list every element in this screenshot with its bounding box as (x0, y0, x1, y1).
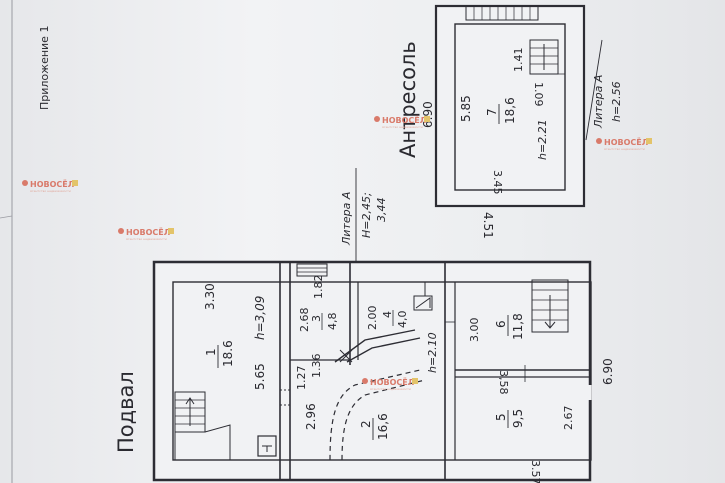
watermark-5: НОВОСЁЛ Агентство недвижимости (362, 377, 418, 391)
room6-stair (531, 279, 569, 333)
mezzanine-plan (434, 4, 586, 208)
mezzanine-inner-wall (454, 23, 566, 191)
mezzanine-title: Антресоль (396, 41, 420, 158)
svg-text:Агентство недвижимости: Агентство недвижимости (604, 147, 645, 151)
room2-area: 16,6 (376, 413, 390, 440)
room1-height: h=3,09 (253, 296, 267, 340)
room5-area: 9,5 (511, 409, 525, 428)
room1-box (257, 435, 277, 457)
room2-number: 2 (359, 420, 373, 428)
frame-tick (0, 215, 13, 219)
svg-text:НОВОСЁЛ: НОВОСЁЛ (604, 137, 648, 147)
room2-dashed-path (329, 369, 421, 461)
litera-main-height: H=2,45; (360, 192, 373, 238)
room5-dim-b: 2.67 (562, 406, 575, 431)
room4-dim-a: 2.00 (366, 306, 379, 331)
room3-number: 3 (310, 315, 323, 322)
room3-area: 4,8 (326, 313, 339, 331)
litera-main-label: Литера А (340, 192, 353, 246)
room7-stair-a: 1.41 (512, 48, 525, 73)
room1-number: 1 (204, 348, 218, 356)
mezzanine-outer-width: 4.51 (481, 212, 495, 239)
room7-stair-b: 1.09 (532, 82, 545, 107)
watermark-1: НОВОСЁЛ Агентство недвижимости (22, 179, 78, 193)
basement-outer-wall (152, 260, 592, 482)
room7-height: h=2.21 (536, 119, 549, 160)
room3-dim-d: 1.27 (295, 366, 308, 391)
room4-area: 4,0 (396, 311, 409, 329)
basement-inner-height: h=2.10 (426, 332, 439, 373)
mezzanine-outer-wall (434, 4, 586, 208)
basement-plan (152, 260, 592, 482)
room1-dim-a: 3.30 (203, 283, 217, 310)
room3-dim-b: 1.82 (312, 275, 325, 300)
mezzanine-litera-height: h=2.56 (610, 81, 623, 122)
svg-text:Агентство недвижимости: Агентство недвижимости (370, 387, 411, 391)
mezzanine-litera-label: Литера А (592, 75, 605, 129)
room6-area: 11,8 (511, 313, 525, 340)
svg-text:Агентство недвижимости: Агентство недвижимости (30, 189, 71, 193)
watermark-2: НОВОСЁЛ Агентство недвижимости (118, 227, 174, 241)
svg-text:Агентство недвижимости: Агентство недвижимости (382, 125, 423, 129)
svg-text:НОВОСЁЛ: НОВОСЁЛ (30, 179, 74, 189)
room1-dim-b: 5.65 (253, 363, 267, 390)
room3-dim-c: 1.36 (310, 354, 323, 379)
room7-dim-a: 5.85 (459, 95, 473, 122)
room6-number: 6 (494, 320, 508, 328)
room5-number: 5 (494, 413, 508, 421)
basement-title: Подвал (114, 371, 138, 453)
basement-labels: Подвал 6.90 1 18.6 3.30 5.65 h=3,09 2 16… (114, 275, 615, 483)
room3-dim-a: 2.68 (298, 308, 311, 333)
basement-inner-wall (172, 281, 592, 461)
room7-dim-b: 3.45 (491, 170, 504, 195)
appendix-label: Приложение 1 (38, 26, 51, 110)
room7-number: 7 (485, 108, 499, 116)
watermark-4: НОВОСЁЛ Агентство недвижимости (596, 137, 652, 151)
watermarks: НОВОСЁЛ Агентство недвижимости НОВОСЁЛ А… (22, 115, 652, 391)
svg-text:Агентство недвижимости: Агентство недвижимости (126, 237, 167, 241)
room7-area: 18,6 (503, 97, 517, 124)
svg-text:НОВОСЁЛ: НОВОСЁЛ (382, 115, 426, 125)
watermark-3: НОВОСЁЛ Агентство недвижимости (374, 115, 430, 129)
svg-text:НОВОСЁЛ: НОВОСЁЛ (370, 377, 414, 387)
room3-niche (296, 263, 328, 277)
room5-dim-a: 3.57 (529, 460, 542, 483)
litera-main-height2: 3,44 (375, 198, 388, 223)
room6-dim-b: 3,58 (497, 370, 510, 395)
room2-dim-a: 2.96 (304, 403, 318, 430)
svg-text:НОВОСЁЛ: НОВОСЁЛ (126, 227, 170, 237)
room4-number: 4 (381, 311, 394, 318)
basement-outer-width: 6.90 (601, 358, 615, 385)
room1-area: 18.6 (221, 340, 235, 367)
room6-dim-a: 3.00 (468, 318, 481, 343)
litera-main: Литера А H=2,45; 3,44 (340, 168, 388, 262)
